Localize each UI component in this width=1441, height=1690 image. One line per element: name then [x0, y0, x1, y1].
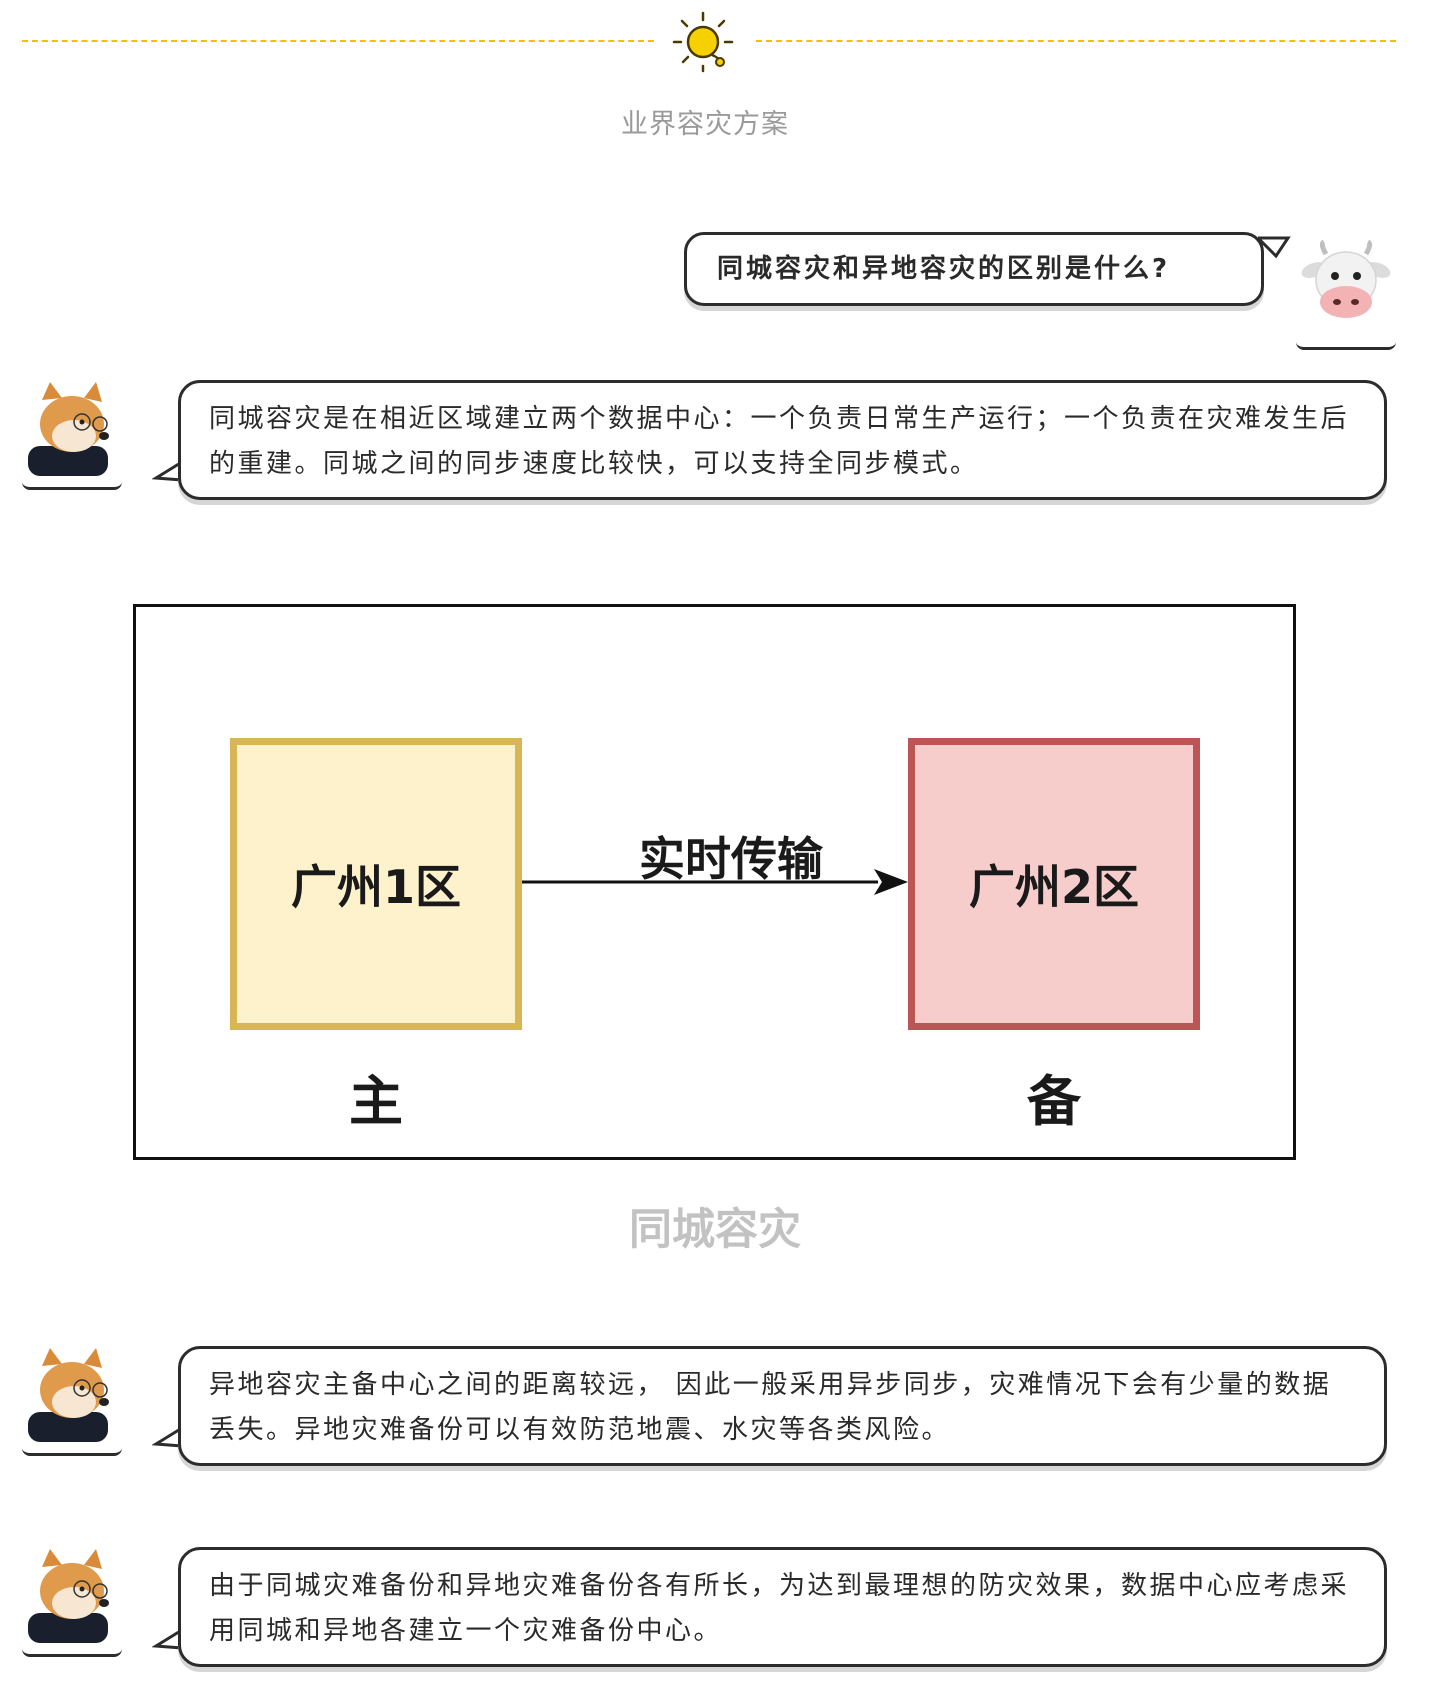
backup-node: 广州2区 — [908, 738, 1200, 1030]
cow-avatar — [1296, 239, 1396, 350]
dog-avatar — [22, 380, 122, 490]
avatar-base — [22, 480, 122, 490]
dog-avatar — [22, 1547, 122, 1657]
question-bubble-tail — [1258, 236, 1291, 259]
primary-node-label: 广州1区 — [290, 860, 461, 914]
avatar-base — [22, 1647, 122, 1657]
backup-role-label: 备 — [1027, 1070, 1081, 1133]
answer-text: 同城容灾是在相近区域建立两个数据中心：一个负责日常生产运行；一个负责在灾难发生后… — [209, 404, 1350, 479]
primary-node: 广州1区 — [230, 738, 522, 1030]
shiba-dog-avatar-icon — [28, 1348, 109, 1442]
answer-bubble-tail — [152, 460, 183, 482]
answer-bubble: 异地容灾主备中心之间的距离较远， 因此一般采用异步同步，灾难情况下会有少量的数据… — [178, 1346, 1387, 1466]
cow-avatar-icon — [1301, 239, 1391, 318]
header-divider-left — [22, 40, 654, 42]
transfer-arrow — [522, 869, 908, 895]
primary-role-label: 主 — [349, 1070, 403, 1133]
answer-text: 由于同城灾难备份和异地灾难备份各有所长，为达到最理想的防灾效果，数据中心应考虑采… — [209, 1571, 1350, 1646]
answer-bubble: 同城容灾是在相近区域建立两个数据中心：一个负责日常生产运行；一个负责在灾难发生后… — [178, 380, 1387, 500]
section-title: 业界容灾方案 — [621, 109, 789, 140]
header-divider-right — [756, 40, 1396, 42]
question-text: 同城容灾和异地容灾的区别是什么? — [717, 254, 1171, 284]
lightbulb-sun-icon — [672, 11, 734, 73]
answer-text: 异地容灾主备中心之间的距离较远， 因此一般采用异步同步，灾难情况下会有少量的数据… — [209, 1370, 1332, 1445]
shiba-dog-avatar-icon — [28, 382, 109, 476]
edge-label: 实时传输 — [639, 832, 823, 886]
diagram-frame: 广州1区 实时传输 广州2区 主 备 — [133, 604, 1296, 1160]
shiba-dog-avatar-icon — [28, 1549, 109, 1643]
figure-caption: 同城容灾 — [629, 1205, 801, 1255]
answer-bubble-tail — [152, 1628, 183, 1650]
answer-bubble-tail — [152, 1426, 183, 1448]
answer-bubble: 由于同城灾难备份和异地灾难备份各有所长，为达到最理想的防灾效果，数据中心应考虑采… — [178, 1547, 1387, 1667]
backup-node-label: 广州2区 — [968, 860, 1139, 914]
avatar-base — [1296, 340, 1396, 350]
avatar-base — [22, 1446, 122, 1456]
question-bubble: 同城容灾和异地容灾的区别是什么? — [684, 232, 1264, 306]
dog-avatar — [22, 1346, 122, 1456]
